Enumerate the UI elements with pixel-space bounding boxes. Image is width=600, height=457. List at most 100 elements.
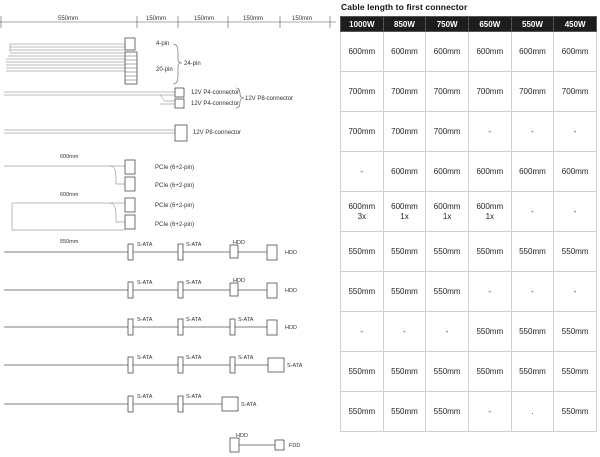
- table-cell: -: [510, 111, 555, 152]
- table-cell: 550mm: [553, 391, 597, 432]
- segment-label: 150mm: [292, 16, 312, 22]
- label-sata: S-ATA: [238, 355, 254, 361]
- table-cell: 700mm: [340, 111, 384, 152]
- table-cell: 550mm: [553, 351, 597, 392]
- table-cell: 600mm: [553, 151, 597, 192]
- column-header: 450W: [553, 16, 597, 32]
- table-cell: 550mm: [510, 231, 555, 272]
- p4-cable: [4, 91, 175, 105]
- table-cell: -: [467, 391, 512, 432]
- connector-pcie-1: [124, 159, 136, 175]
- table-cell: 550mm: [510, 351, 555, 392]
- label-hdd: HDD: [233, 240, 245, 246]
- label-pcie-2: PCIe (6+2-pin): [155, 183, 194, 189]
- label-p4-b: 12V P4-connector: [191, 101, 239, 107]
- table-cell: 550mm: [340, 271, 384, 312]
- label-p4-a: 12V P4-connector: [191, 90, 239, 96]
- table-cell: 700mm: [340, 71, 384, 112]
- table-cell: 600mm: [425, 151, 469, 192]
- label-20pin: 20-pin: [156, 67, 173, 73]
- column-header: 750W: [425, 16, 469, 32]
- label-sata: S-ATA: [186, 280, 202, 286]
- label-hdd: HDD: [285, 325, 297, 331]
- table-cell: 600mm: [553, 31, 597, 72]
- table-cell: 600mm: [382, 151, 427, 192]
- table-cell: 700mm: [553, 71, 597, 112]
- table-cell: 600mm: [382, 31, 427, 72]
- table-cell: 600mm: [340, 31, 384, 72]
- table-cell: -: [425, 311, 469, 352]
- table-cell: 550mm: [340, 351, 384, 392]
- label-sata: S-ATA: [287, 363, 303, 369]
- table-cell: -: [553, 271, 597, 312]
- table-cell: -: [510, 191, 555, 232]
- segment-label: 150mm: [243, 16, 263, 22]
- sata-cable-5: S-ATA S-ATA S-ATA: [4, 394, 257, 413]
- table-cell: -: [467, 271, 512, 312]
- table-cell: 550mm: [340, 391, 384, 432]
- pcie-cable-b: [11, 202, 125, 231]
- table-cell: -: [467, 111, 512, 152]
- table-cell: 700mm: [425, 111, 469, 152]
- table-cell: 600mm: [510, 31, 555, 72]
- column-header: 650W: [467, 16, 512, 32]
- label-sata: S-ATA: [186, 355, 202, 361]
- table-cell: 550mm: [467, 351, 512, 392]
- table-cell: 600mm: [467, 31, 512, 72]
- label-hdd: HDD: [233, 278, 245, 284]
- label-sata: S-ATA: [238, 317, 254, 323]
- label-fdd: FDD: [289, 443, 300, 449]
- p8-cable: [4, 129, 175, 134]
- connector-pcie-2: [124, 176, 136, 192]
- sata-cable-1: S-ATA S-ATA HDD HDD: [4, 240, 297, 261]
- label-p8-group: 12V P8-connector: [245, 96, 293, 102]
- label-pcie-1: PCIe (6+2-pin): [155, 165, 194, 171]
- pcie-length-b: 600mm: [60, 192, 79, 198]
- table-cell: 550mm: [425, 351, 469, 392]
- table-cell: 600mm: [467, 151, 512, 192]
- table-cell: 550mm: [382, 271, 427, 312]
- label-4pin: 4-pin: [156, 41, 169, 47]
- table-cell: 550mm: [382, 391, 427, 432]
- table-cell: -: [553, 111, 597, 152]
- table-cell: 550mm: [553, 311, 597, 352]
- label-sata: S-ATA: [186, 394, 202, 400]
- column-header: 850W: [382, 16, 427, 32]
- table-cell: 600mm: [425, 31, 469, 72]
- sata-cable-3: S-ATA S-ATA S-ATA HDD: [4, 317, 297, 336]
- connector-4pin: [124, 37, 136, 51]
- table-cell: -: [553, 191, 597, 232]
- connector-p8: [174, 124, 188, 142]
- label-sata: S-ATA: [137, 355, 153, 361]
- table-cell: 550mm: [425, 231, 469, 272]
- table-cell: 700mm: [467, 71, 512, 112]
- label-sata: S-ATA: [186, 317, 202, 323]
- table-cell: -: [340, 311, 384, 352]
- dimension-bar: [0, 16, 336, 28]
- segment-label: 150mm: [146, 16, 166, 22]
- connector-p4-b: [174, 98, 185, 109]
- table-cell: 550mm: [382, 231, 427, 272]
- table-cell: 550mm: [382, 351, 427, 392]
- label-sata: S-ATA: [137, 394, 153, 400]
- label-pcie-4: PCIe (6+2-pin): [155, 222, 194, 228]
- table-cell: 700mm: [382, 71, 427, 112]
- cable-diagram: 550mm 150mm 150mm 150mm 150mm 4-pin 24-p…: [0, 16, 336, 453]
- segment-label: 550mm: [58, 16, 78, 22]
- table-cell: 550mm: [510, 311, 555, 352]
- label-hdd: HDD: [236, 433, 248, 439]
- sata-length: 550mm: [60, 239, 79, 245]
- table-cell: 550mm: [467, 231, 512, 272]
- table-cell: .: [510, 391, 555, 432]
